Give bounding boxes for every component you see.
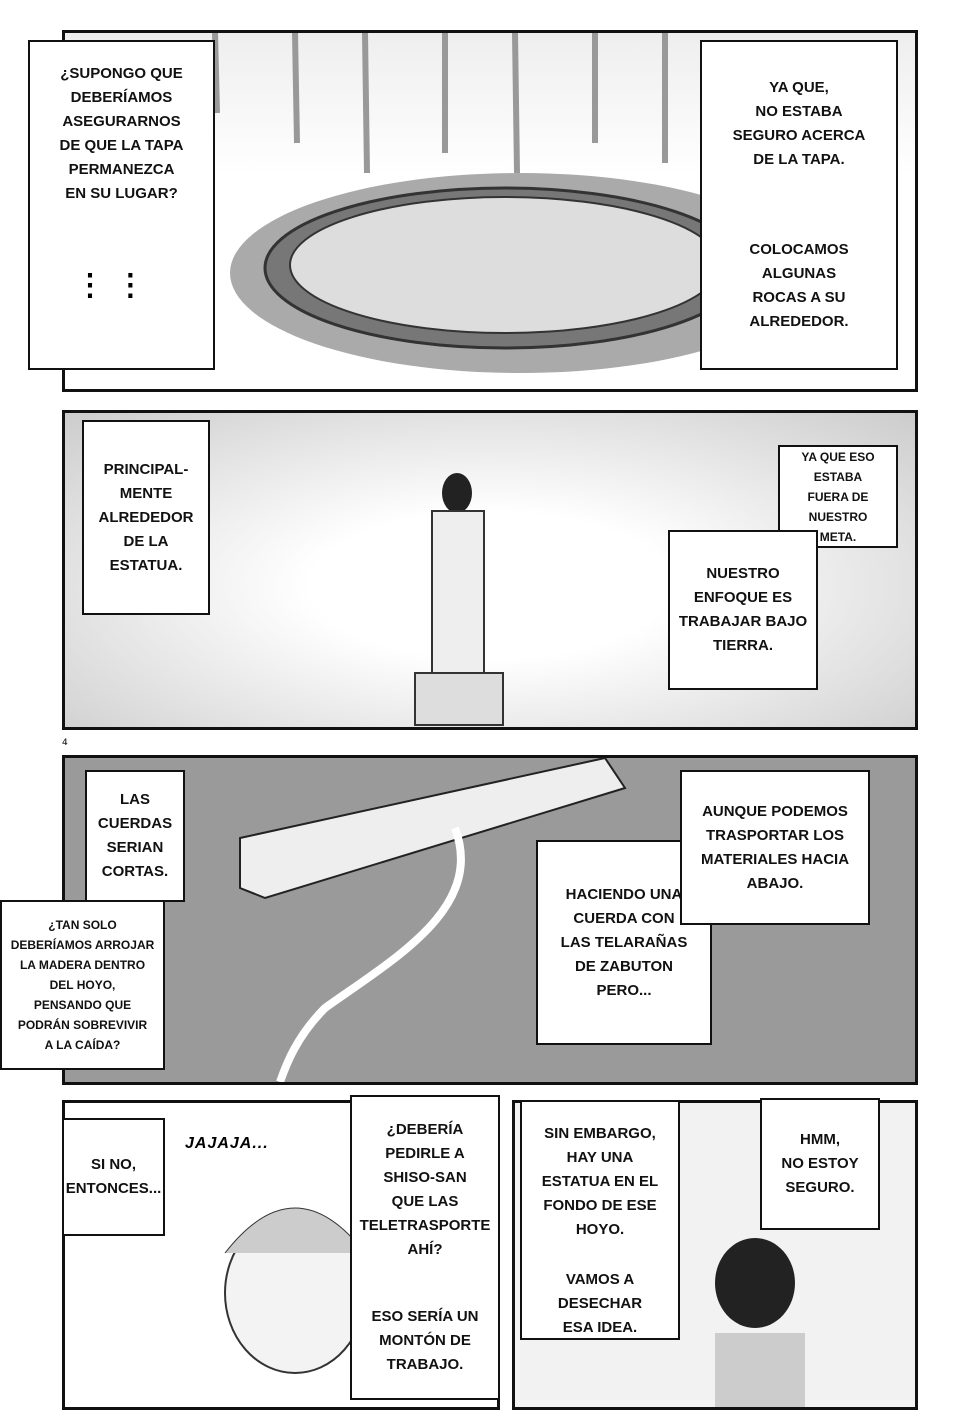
laugh-sfx: JAJAJA... [185, 1135, 269, 1152]
caption-underground: NUESTRO ENFOQUE ES TRABAJAR BAJO TIERRA. [668, 530, 818, 690]
caption-if-not: SI NO, ENTONCES... [62, 1118, 165, 1236]
caption-throw-wood: ¿TAN SOLO DEBERÍAMOS ARROJAR LA MADERA D… [0, 900, 165, 1070]
boy-illustration [715, 1238, 805, 1411]
caption-transport: AUNQUE PODEMOS TRASPORTAR LOS MATERIALES… [680, 770, 870, 925]
caption-unsure-lid: YA QUE, NO ESTABA SEGURO ACERCA DE LA TA… [700, 40, 898, 205]
caption-lot-of-work: ESO SERÍA UN MONTÓN DE TRABAJO. [350, 1283, 500, 1400]
ellipsis-dots: ⋮ ⋮ [75, 269, 147, 302]
statue-illustration [414, 473, 504, 726]
caption-rocks: COLOCAMOS ALGUNAS ROCAS A SU ALREDEDOR. [700, 203, 898, 370]
pit-lid-illustration [212, 33, 810, 373]
caption-ask-shiso: ¿DEBERÍA PEDIRLE A SHISO-SAN QUE LAS TEL… [350, 1095, 500, 1285]
caption-ropes-short: LAS CUERDAS SERIAN CORTAS. [85, 770, 185, 902]
caption-discard-idea: VAMOS A DESECHAR ESA IDEA. [557, 1271, 643, 1336]
caption-around-statue: PRINCIPAL- MENTE ALREDEDOR DE LA ESTATUA… [82, 420, 210, 615]
caption-statue-below: SIN EMBARGO, HAY UNA ESTATUA EN EL FONDO… [520, 1100, 680, 1340]
girl-illustration [224, 1207, 366, 1374]
caption-lid-question: ¿SUPONGO QUE DEBERÍAMOS ASEGURARNOS DE Q… [28, 40, 215, 370]
page-number: 4 [62, 738, 68, 748]
caption-not-sure: HMM, NO ESTOY SEGURO. [760, 1098, 880, 1230]
lumber-illustration [239, 758, 627, 1082]
